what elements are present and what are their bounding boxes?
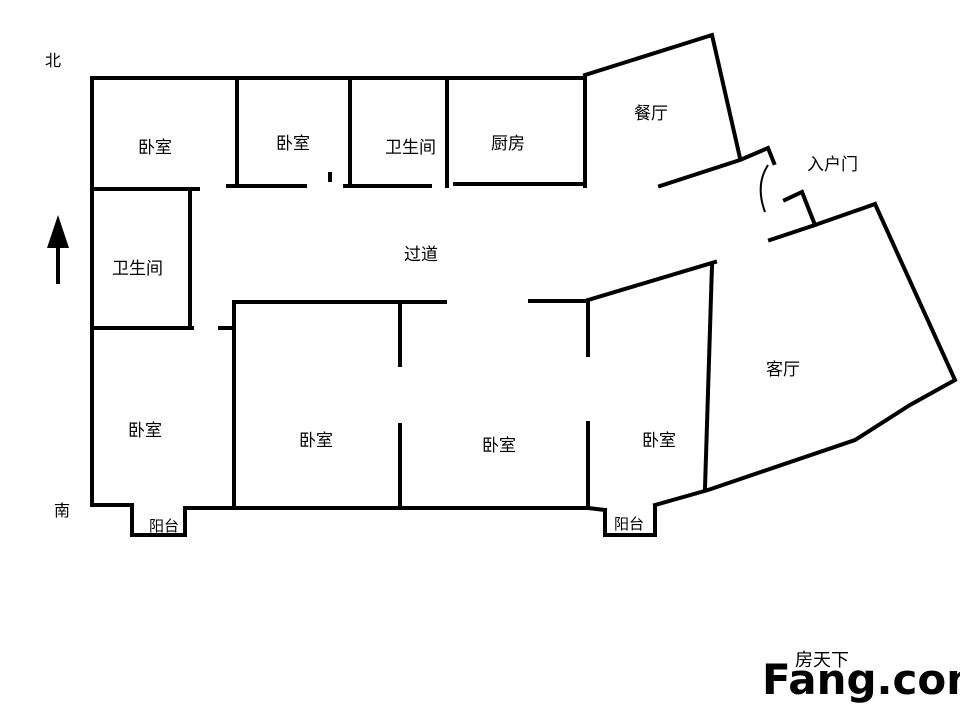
room-label-bedroom-sw: 卧室 bbox=[128, 421, 162, 441]
room-label-balcony-w: 阳台 bbox=[149, 517, 179, 535]
room-label-corridor: 过道 bbox=[404, 245, 438, 265]
room-label-bathroom-w: 卫生间 bbox=[112, 259, 163, 279]
svg-text:房天下: 房天下 bbox=[795, 650, 849, 671]
room-label-living: 客厅 bbox=[766, 360, 800, 380]
room-label-kitchen: 厨房 bbox=[491, 134, 525, 154]
room-label-bedroom-s3: 卧室 bbox=[482, 436, 516, 456]
room-label-balcony-e: 阳台 bbox=[614, 515, 644, 533]
room-label-bedroom-s2: 卧室 bbox=[299, 431, 333, 451]
room-label-bedroom-n2: 卧室 bbox=[276, 134, 310, 154]
door-swing-icon bbox=[759, 164, 769, 213]
svg-text:Fang.com: Fang.com bbox=[762, 655, 960, 704]
south-label: 南 bbox=[54, 501, 70, 520]
room-label-bedroom-s4: 卧室 bbox=[642, 431, 676, 451]
room-label-bedroom-nw: 卧室 bbox=[138, 138, 172, 158]
entrance-door-label: 入户门 bbox=[807, 155, 858, 175]
north-arrow-icon bbox=[47, 215, 69, 284]
north-label: 北 bbox=[45, 51, 61, 70]
walls bbox=[90, 32, 958, 537]
room-label-dining: 餐厅 bbox=[634, 104, 668, 124]
fang-watermark-logo: 房天下 Fang.com bbox=[762, 650, 960, 704]
room-label-bathroom-n: 卫生间 bbox=[385, 138, 436, 158]
